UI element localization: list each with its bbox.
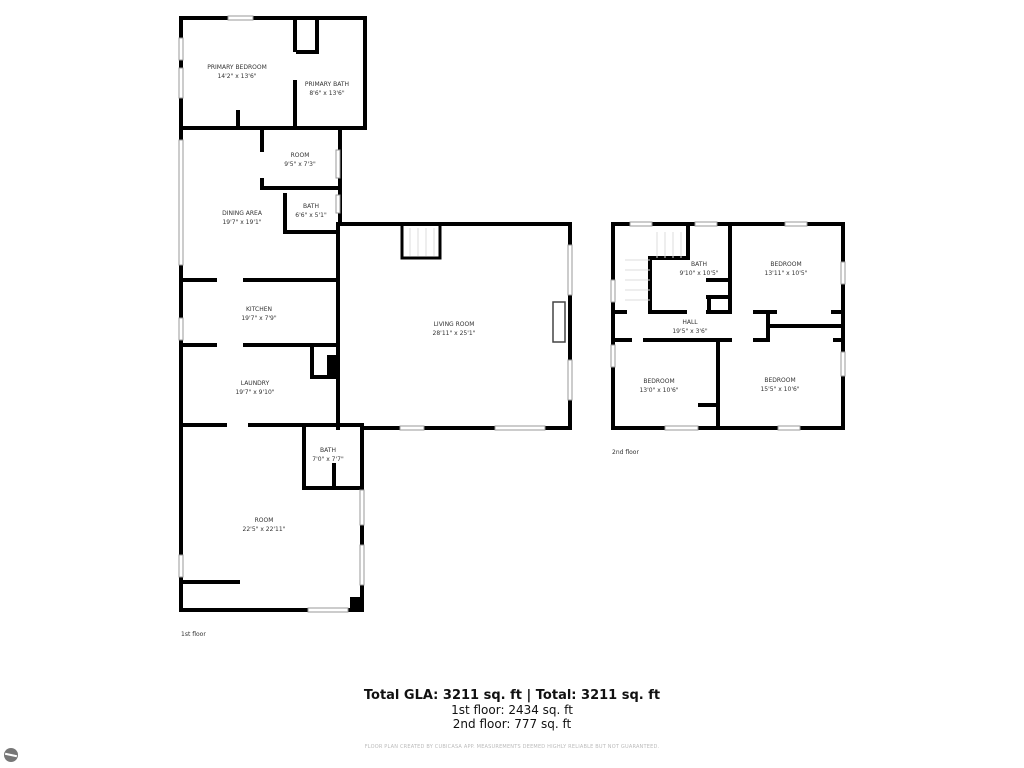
logo-icon [4, 748, 18, 762]
floor-label-1st: 1st floor [181, 631, 206, 638]
area-totals: Total GLA: 3211 sq. ft | Total: 3211 sq.… [0, 688, 1024, 731]
first-floor-area: 1st floor: 2434 sq. ft [451, 703, 573, 717]
total-gla: Total GLA: 3211 sq. ft | Total: 3211 sq.… [363, 688, 661, 703]
first-floor-walls [178, 15, 573, 613]
disclaimer: FLOOR PLAN CREATED BY CUBICASA APP. MEAS… [364, 744, 660, 750]
second-floor-walls [610, 221, 846, 431]
second-floor-area: 2nd floor: 777 sq. ft [452, 717, 572, 731]
floor-label-2nd: 2nd floor [612, 449, 639, 456]
